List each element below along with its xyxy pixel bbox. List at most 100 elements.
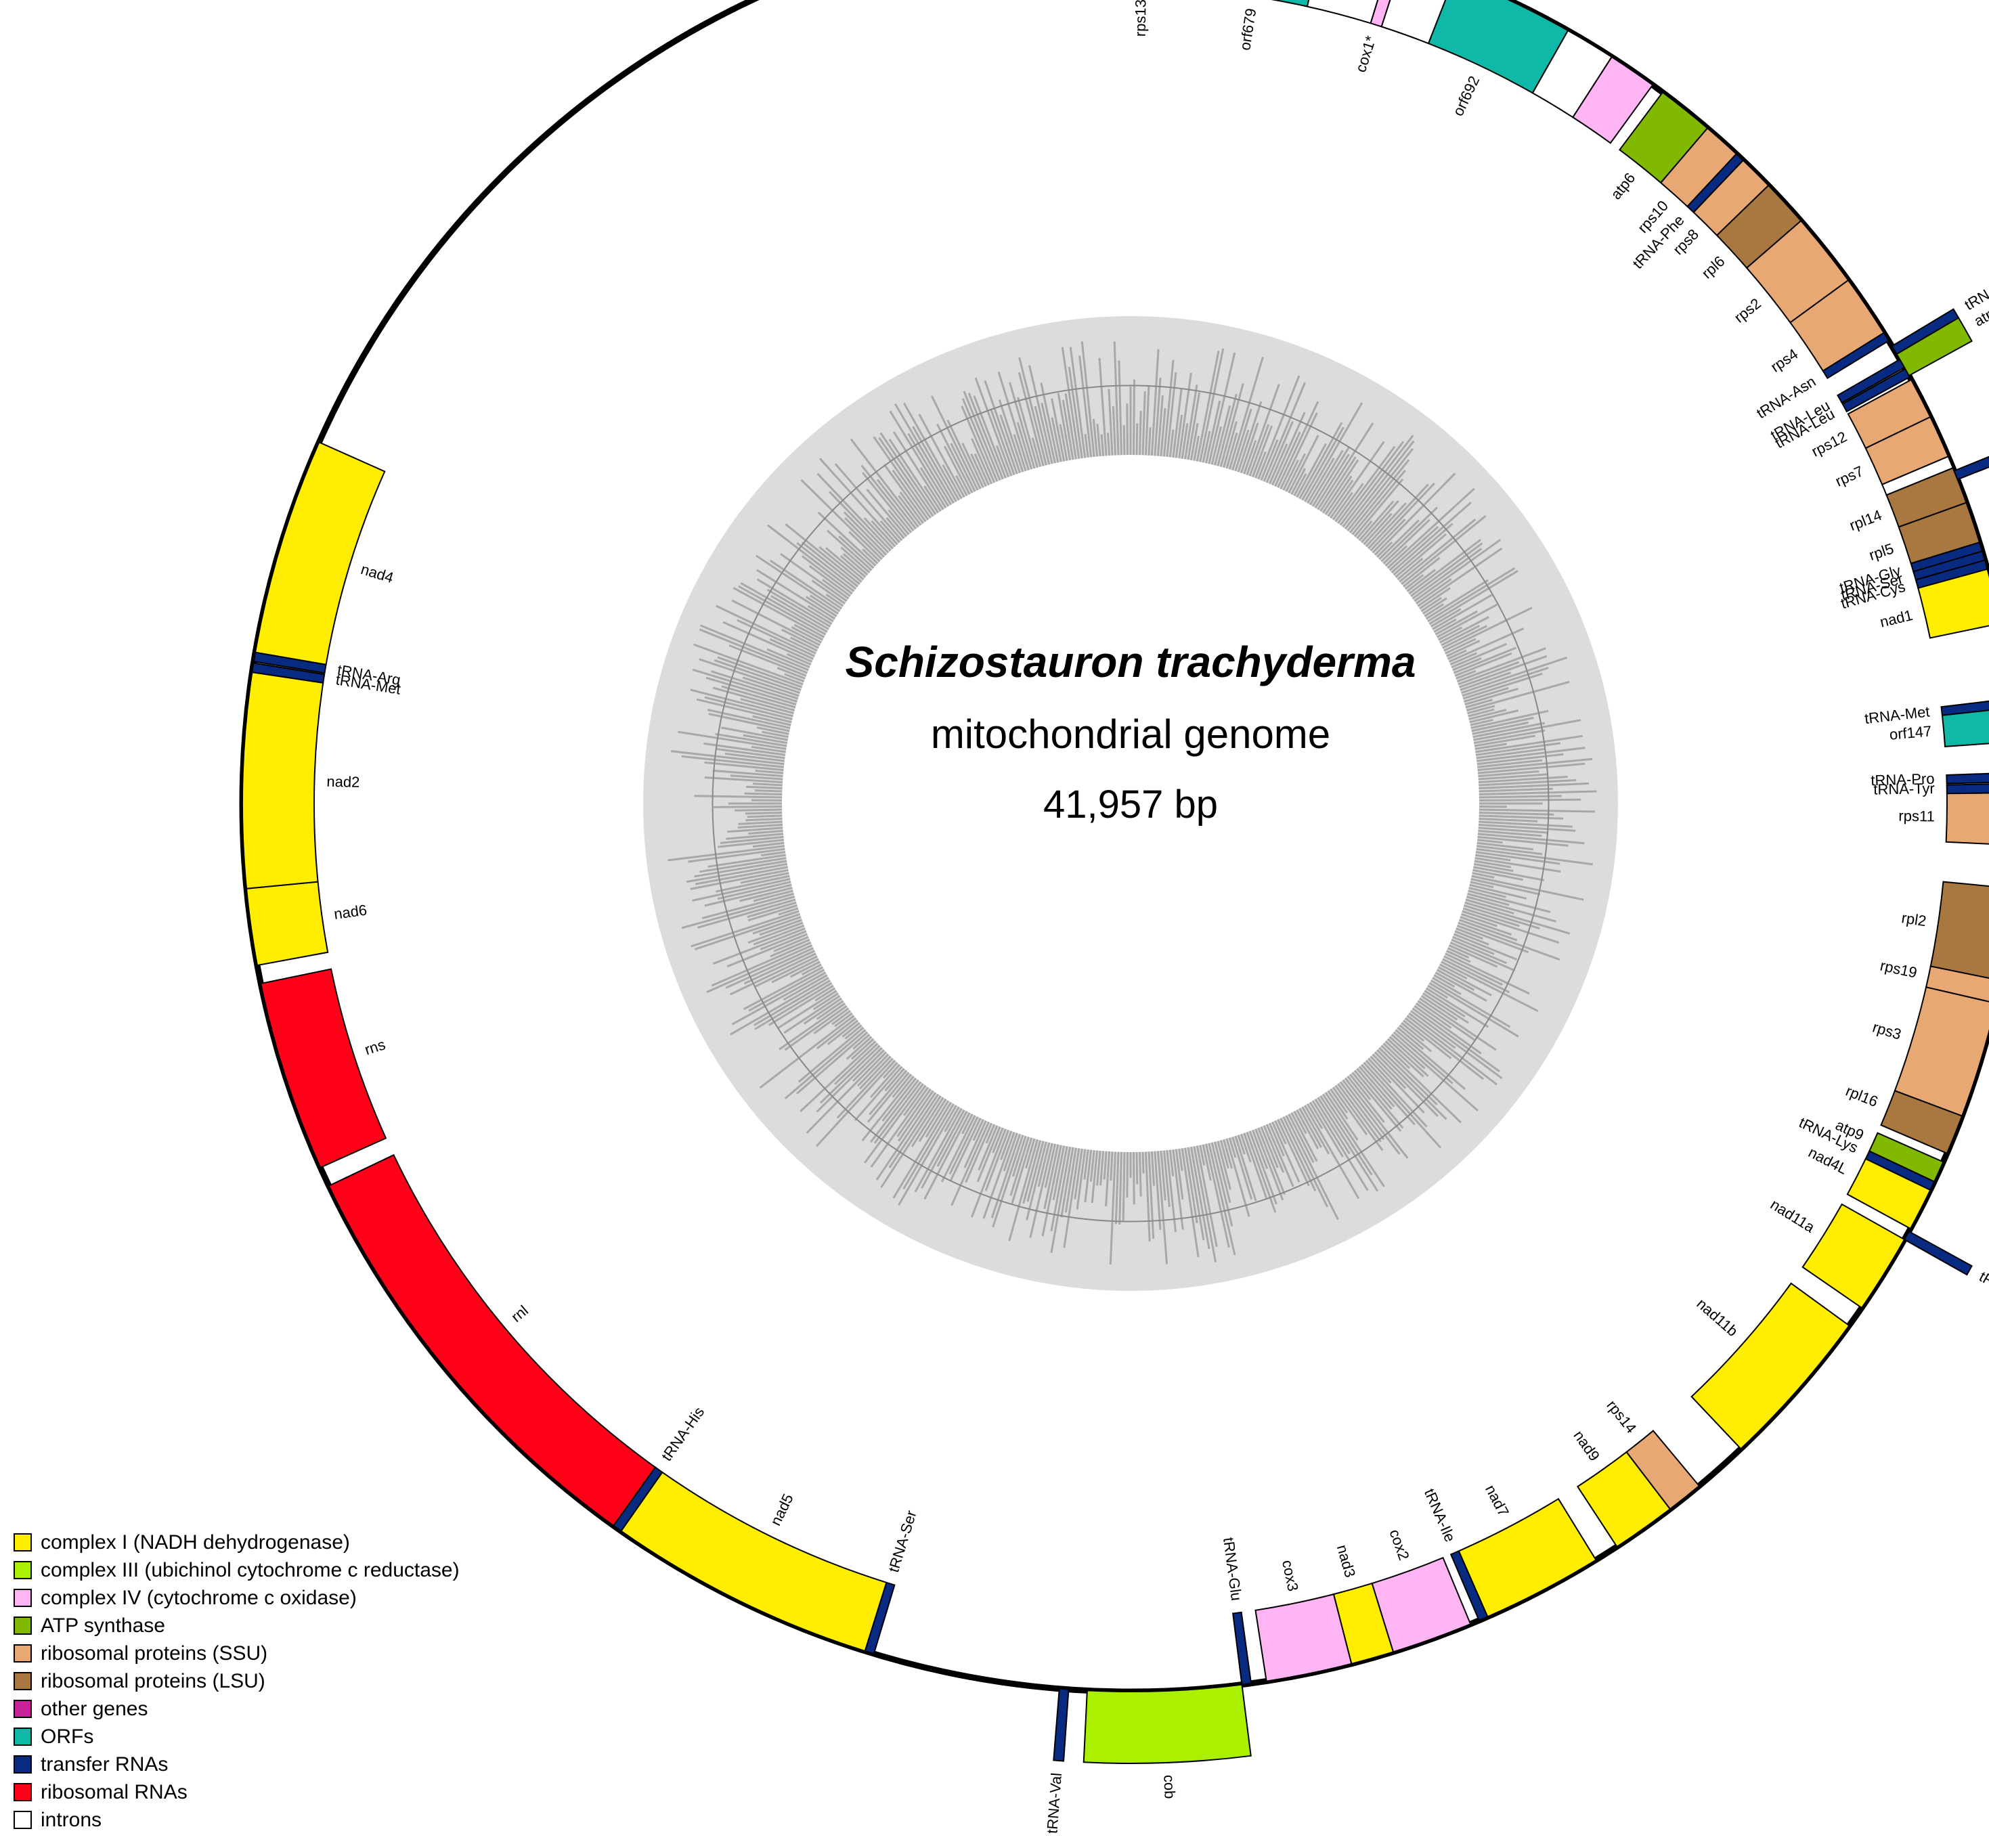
legend-item: ORFs (14, 1723, 460, 1751)
center-title: Schizostauron trachyderma mitochondrial … (846, 638, 1416, 827)
legend-swatch (14, 1755, 32, 1774)
legend-label: ORFs (41, 1725, 94, 1748)
legend: complex I (NADH dehydrogenase) complex II… (14, 1528, 460, 1834)
label-trna-ile: tRNA-Ile (1421, 1486, 1459, 1544)
gene-rpl16 (1880, 1090, 1963, 1155)
legend-swatch (14, 1561, 32, 1579)
label-cox3: cox3 (1279, 1558, 1302, 1593)
legend-swatch (14, 1728, 32, 1746)
label-rps12: rps12 (1809, 428, 1850, 460)
gene-trna-leu (1837, 358, 1906, 404)
legend-label: transfer RNAs (41, 1753, 169, 1776)
gene-trna-asp (1903, 1230, 1973, 1276)
legend-item: complex IV (cytochrome c oxidase) (14, 1584, 460, 1612)
legend-label: ribosomal proteins (LSU) (41, 1669, 265, 1692)
gene-rns (260, 968, 387, 1169)
label-nad6: nad6 (333, 901, 368, 923)
label-nad11a: nad11a (1768, 1195, 1818, 1236)
label-nad5: nad5 (767, 1491, 797, 1528)
gene-nad11b (1690, 1282, 1850, 1450)
gene-trna-leu (1841, 368, 1911, 413)
legend-label: complex III (ubichinol cytochrome c redu… (41, 1558, 460, 1581)
label-rps4: rps4 (1768, 345, 1801, 376)
legend-swatch (14, 1672, 32, 1690)
label-cob: cob (1160, 1774, 1178, 1799)
gene-trna-glu (1232, 1611, 1252, 1686)
gene-rnl (328, 1153, 657, 1527)
gene-complex4 (1571, 56, 1654, 144)
gene-rps11 (1945, 792, 1989, 845)
legend-label: complex I (NADH dehydrogenase) (41, 1531, 350, 1554)
legend-item: transfer RNAs (14, 1751, 460, 1778)
label-rps11: rps11 (1898, 808, 1935, 825)
gene-trna-met (251, 662, 326, 684)
gene-nad6 (245, 881, 329, 967)
gene-trna-pro (1946, 772, 1989, 785)
gene-orf147 (1941, 709, 1989, 747)
label-nad7: nad7 (1482, 1482, 1512, 1519)
gene-orf679 (1271, 0, 1310, 7)
legend-item: ribosomal RNAs (14, 1778, 460, 1806)
gene-nad4l (1846, 1158, 1931, 1230)
legend-label: other genes (41, 1697, 148, 1720)
legend-swatch (14, 1644, 32, 1663)
label-rpl5: rpl5 (1867, 540, 1896, 564)
legend-item: ATP synthase (14, 1612, 460, 1640)
label-rps14: rps14 (1603, 1397, 1640, 1437)
legend-label: ribosomal proteins (SSU) (41, 1642, 268, 1665)
gc-midline (712, 384, 1550, 1223)
label-rpl6: rpl6 (1699, 252, 1728, 282)
label-trna-tyr: tRNA-Tyr (1873, 780, 1935, 798)
gene-trna-tyr (1946, 783, 1989, 795)
legend-item: ribosomal proteins (SSU) (14, 1640, 460, 1667)
label-nad4: nad4 (359, 560, 395, 586)
legend-swatch (14, 1533, 32, 1552)
legend-swatch (14, 1700, 32, 1718)
gene-nad5 (620, 1471, 888, 1652)
legend-label: ATP synthase (41, 1614, 165, 1637)
label-trna-asp: tRNA-Asp (1976, 1268, 1989, 1315)
legend-label: complex IV (cytochrome c oxidase) (41, 1586, 357, 1609)
gene-cob (1083, 1684, 1252, 1764)
gene-nad1 (1917, 568, 1989, 639)
label-nad9: nad9 (1570, 1427, 1603, 1464)
legend-item: ribosomal proteins (LSU) (14, 1667, 460, 1695)
label-trna-glu: tRNA-Glu (1220, 1537, 1245, 1602)
label-nad11b: nad11b (1693, 1295, 1741, 1340)
label-trna-val: tRNA-Val (1043, 1772, 1065, 1834)
label-trna-ser: tRNA-Ser (885, 1508, 920, 1574)
legend-item: introns (14, 1806, 460, 1834)
label-rpl2: rpl2 (1900, 909, 1927, 929)
label-nad1: nad1 (1878, 607, 1914, 631)
label-nad2: nad2 (326, 773, 360, 791)
legend-swatch (14, 1811, 32, 1829)
label-orf679: orf679 (1236, 7, 1259, 51)
gc-content-ring (642, 316, 1618, 1292)
label-rps7: rps7 (1833, 462, 1866, 489)
gc-content-bars (668, 341, 1597, 1265)
legend-swatch (14, 1783, 32, 1801)
gene-nad4 (254, 441, 386, 665)
label-nad3: nad3 (1334, 1543, 1359, 1579)
label-rps3: rps3 (1871, 1018, 1903, 1042)
legend-swatch (14, 1616, 32, 1635)
genome-subtitle: mitochondrial genome (931, 711, 1330, 757)
gene-nad2 (242, 671, 324, 889)
label-rnl: rnl (508, 1302, 531, 1325)
label-rps19: rps19 (1879, 957, 1919, 982)
label-rns: rns (362, 1036, 387, 1058)
gene-rpl2 (1929, 881, 1989, 979)
gene-trna-arg (1953, 456, 1989, 481)
gene-trna-asn (1822, 332, 1890, 380)
label-atp6: atp6 (1607, 169, 1638, 202)
label-trna-his: tRNA-His (658, 1404, 707, 1464)
label-orf147: orf147 (1889, 722, 1932, 743)
legend-item: complex III (ubichinol cytochrome c redu… (14, 1556, 460, 1584)
gene-trna-val (1053, 1688, 1070, 1762)
genome-backbone-circle (239, 0, 1989, 1695)
species-name: Schizostauron trachyderma (846, 638, 1416, 686)
genome-length: 41,957 bp (1043, 783, 1218, 827)
legend-item: other genes (14, 1695, 460, 1723)
